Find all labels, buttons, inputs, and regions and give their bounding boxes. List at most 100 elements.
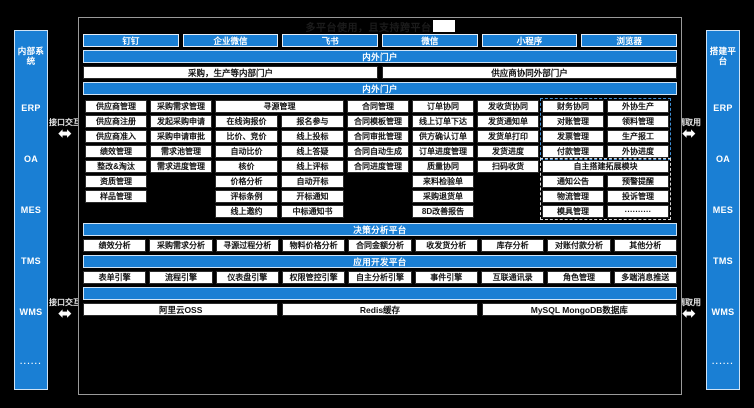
column-header-requirement[interactable]: 采购需求管理: [150, 100, 212, 113]
cell-sourcing-4a[interactable]: 价格分析: [215, 175, 278, 188]
column-header-outsourcing[interactable]: 外协生产: [607, 100, 669, 113]
cell-infra-database[interactable]: MySQL MongoDB数据库: [481, 303, 677, 316]
portal-internal[interactable]: 采购，生产等内部门户: [83, 66, 378, 79]
cell-sourcing-0b[interactable]: 报名参与: [281, 115, 344, 128]
cell-appdev-7[interactable]: 角色管理: [547, 271, 611, 284]
cell-contract-3[interactable]: 合同进度管理: [347, 160, 409, 173]
tab-wecom[interactable]: 企业微信: [182, 34, 279, 47]
cell-appdev-4[interactable]: 自主分析引擎: [348, 271, 412, 284]
cell-appdev-6[interactable]: 互联通讯录: [480, 271, 545, 284]
column-header-sourcing[interactable]: 寻源管理: [215, 100, 344, 113]
cell-finance-0[interactable]: 对账管理: [542, 115, 604, 128]
cell-extension-2a[interactable]: 模具管理: [542, 205, 604, 218]
cell-shipping-0[interactable]: 发货通知单: [477, 115, 539, 128]
cell-appdev-1[interactable]: 流程引擎: [149, 271, 213, 284]
cell-order-4[interactable]: 来料检验单: [412, 175, 474, 188]
tab-wechat[interactable]: 微信: [382, 34, 478, 47]
tab-feishu[interactable]: 飞书: [282, 34, 379, 47]
left-rail-item-4[interactable]: TMS: [21, 255, 41, 266]
cell-contract-2[interactable]: 合同自动生成: [347, 145, 409, 158]
left-rail-item-5[interactable]: WMS: [19, 307, 43, 318]
cell-decision-8[interactable]: 其他分析: [613, 239, 677, 252]
cell-requirement-1[interactable]: 采购申请审批: [150, 130, 212, 143]
cell-requirement-2[interactable]: 需求池管理: [150, 145, 212, 158]
cell-sourcing-0a[interactable]: 在线询报价: [215, 115, 278, 128]
cell-supplier-4[interactable]: 资质管理: [85, 175, 147, 188]
cell-decision-3[interactable]: 物料价格分析: [281, 239, 346, 252]
portal-external[interactable]: 供应商协同外部门户: [382, 66, 677, 79]
finance-outsourcing-block[interactable]: 财务协同 外协生产 对账管理 领料管理 发票管理 生产报工 付款管理: [540, 98, 671, 160]
cell-sourcing-1b[interactable]: 线上投标: [281, 130, 344, 143]
tab-dingtalk[interactable]: 钉钉: [83, 34, 179, 47]
left-rail-item-0[interactable]: 内部系统: [17, 45, 45, 66]
right-rail-item-4[interactable]: TMS: [713, 255, 733, 266]
cell-order-2[interactable]: 订单进度管理: [412, 145, 474, 158]
cell-decision-6[interactable]: 库存分析: [480, 239, 545, 252]
cell-sourcing-6a[interactable]: 线上邀约: [215, 205, 278, 218]
cell-decision-1[interactable]: 采购需求分析: [149, 239, 213, 252]
cell-sourcing-4b[interactable]: 自动开标: [281, 175, 344, 188]
cell-supplier-1[interactable]: 供应商准入: [85, 130, 147, 143]
cell-extension-2b[interactable]: ··········: [607, 205, 669, 218]
right-rail-item-0[interactable]: 搭建平台: [709, 45, 737, 66]
cell-sourcing-3a[interactable]: 核价: [215, 160, 278, 173]
cell-order-5[interactable]: 采购退货单: [412, 190, 474, 203]
cell-sourcing-3b[interactable]: 线上评标: [281, 160, 344, 173]
cell-supplier-0[interactable]: 供应商注册: [85, 115, 147, 128]
right-rail-item-2[interactable]: OA: [715, 153, 731, 164]
cell-decision-2[interactable]: 寻源过程分析: [215, 239, 279, 252]
right-rail-item-3[interactable]: MES: [712, 204, 734, 215]
column-header-order[interactable]: 订单协同: [412, 100, 474, 113]
cell-infra-redis[interactable]: Redis缓存: [282, 303, 478, 316]
cell-outsourcing-1[interactable]: 生产报工: [607, 130, 669, 143]
right-rail-item-5[interactable]: WMS: [711, 307, 735, 318]
cell-appdev-5[interactable]: 事件引擎: [414, 271, 478, 284]
tab-browser[interactable]: 浏览器: [581, 34, 678, 47]
left-rail-item-2[interactable]: OA: [23, 153, 39, 164]
cell-extension-1a[interactable]: 物流管理: [542, 190, 604, 203]
cell-supplier-3[interactable]: 整改&淘汰: [85, 160, 147, 173]
extension-header[interactable]: 自主搭建拓展模块: [542, 160, 669, 173]
cell-sourcing-2a[interactable]: 自动比价: [215, 145, 278, 158]
column-header-supplier[interactable]: 供应商管理: [85, 100, 147, 113]
cell-finance-2[interactable]: 付款管理: [542, 145, 604, 158]
cell-contract-0[interactable]: 合同模板管理: [347, 115, 409, 128]
cell-sourcing-5a[interactable]: 评标条例: [215, 190, 278, 203]
column-header-shipping[interactable]: 发收货协同: [477, 100, 539, 113]
cell-contract-1[interactable]: 合同审批管理: [347, 130, 409, 143]
cell-shipping-3[interactable]: 扫码收货: [477, 160, 539, 173]
right-rail-item-1[interactable]: ERP: [713, 102, 733, 113]
column-header-finance[interactable]: 财务协同: [542, 100, 604, 113]
cell-requirement-3[interactable]: 需求进度管理: [150, 160, 212, 173]
cell-decision-0[interactable]: 绩效分析: [83, 239, 147, 252]
cell-order-0[interactable]: 线上订单下达: [412, 115, 474, 128]
cell-appdev-8[interactable]: 多端消息推送: [613, 271, 677, 284]
cell-decision-7[interactable]: 对账付款分析: [547, 239, 611, 252]
cell-infra-oss[interactable]: 阿里云OSS: [83, 303, 279, 316]
cell-outsourcing-2[interactable]: 外协进度: [607, 145, 669, 158]
cell-shipping-2[interactable]: 发货进度: [477, 145, 539, 158]
cell-shipping-1[interactable]: 发货单打印: [477, 130, 539, 143]
cell-supplier-2[interactable]: 绩效管理: [85, 145, 147, 158]
cell-sourcing-1a[interactable]: 比价、竞价: [215, 130, 278, 143]
cell-order-6[interactable]: 8D改善报告: [412, 205, 474, 218]
cell-requirement-0[interactable]: 发起采购申请: [150, 115, 212, 128]
column-header-contract[interactable]: 合同管理: [347, 100, 409, 113]
cell-extension-0a[interactable]: 通知公告: [542, 175, 604, 188]
cell-order-3[interactable]: 质量协同: [412, 160, 474, 173]
cell-decision-4[interactable]: 合同金额分析: [348, 239, 412, 252]
cell-sourcing-5b[interactable]: 开标通知: [281, 190, 344, 203]
cell-order-1[interactable]: 供方确认订单: [412, 130, 474, 143]
left-rail-item-1[interactable]: ERP: [21, 102, 41, 113]
cell-extension-0b[interactable]: 预警提醒: [607, 175, 669, 188]
cell-sourcing-6b[interactable]: 中标通知书: [281, 205, 344, 218]
cell-extension-1b[interactable]: 投诉管理: [607, 190, 669, 203]
cell-appdev-3[interactable]: 权限管控引擎: [281, 271, 346, 284]
tab-miniprogram[interactable]: 小程序: [481, 34, 578, 47]
cell-appdev-0[interactable]: 表单引擎: [83, 271, 147, 284]
cell-decision-5[interactable]: 收发货分析: [414, 239, 478, 252]
cell-finance-1[interactable]: 发票管理: [542, 130, 604, 143]
cell-appdev-2[interactable]: 仪表盘引擎: [215, 271, 279, 284]
left-rail-item-3[interactable]: MES: [20, 204, 42, 215]
cell-sourcing-2b[interactable]: 线上答疑: [281, 145, 344, 158]
